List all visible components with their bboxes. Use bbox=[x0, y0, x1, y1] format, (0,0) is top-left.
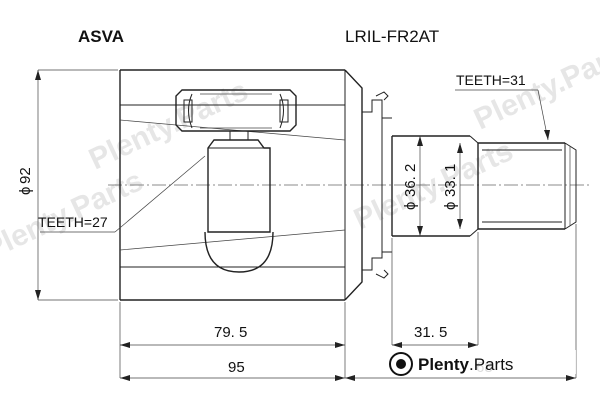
logo-gear-center-icon bbox=[396, 359, 406, 369]
dim-length-31: 31. 5 bbox=[414, 324, 447, 341]
output-shaft bbox=[391, 135, 577, 237]
teeth-27-label: TEETH=27 bbox=[38, 214, 108, 230]
dimension-lines bbox=[35, 69, 577, 381]
teeth-31-label: TEETH=31 bbox=[456, 72, 526, 88]
dimension-texts: ϕ 92 ϕ 36. 2 ϕ 33. 1 79. 5 31. 5 95 68 T… bbox=[17, 72, 526, 376]
dim-diameter-33: 33. 1 bbox=[442, 164, 459, 197]
inner-tripod bbox=[175, 89, 297, 273]
plenty-parts-logo: Plenty.Parts bbox=[389, 350, 576, 376]
logo-word: Plenty bbox=[418, 355, 470, 374]
logo-suffix: .Parts bbox=[469, 355, 513, 374]
dim-length-95: 95 bbox=[228, 359, 245, 376]
part-number-label: LRIL-FR2AT bbox=[345, 27, 439, 46]
dim-diameter-36: 36. 2 bbox=[402, 164, 419, 197]
svg-text:Plenty.Parts: Plenty.Parts bbox=[418, 355, 513, 374]
diameter-symbol-33: ϕ bbox=[442, 202, 459, 210]
diameter-symbol-92: ϕ bbox=[17, 187, 34, 195]
dim-length-79: 79. 5 bbox=[214, 324, 247, 341]
diameter-symbol-36: ϕ bbox=[402, 202, 419, 210]
brand-label: ASVA bbox=[78, 27, 124, 46]
seal-neck bbox=[362, 91, 392, 279]
housing-outline bbox=[119, 69, 363, 301]
dim-outer-diameter: 92 bbox=[17, 167, 34, 184]
